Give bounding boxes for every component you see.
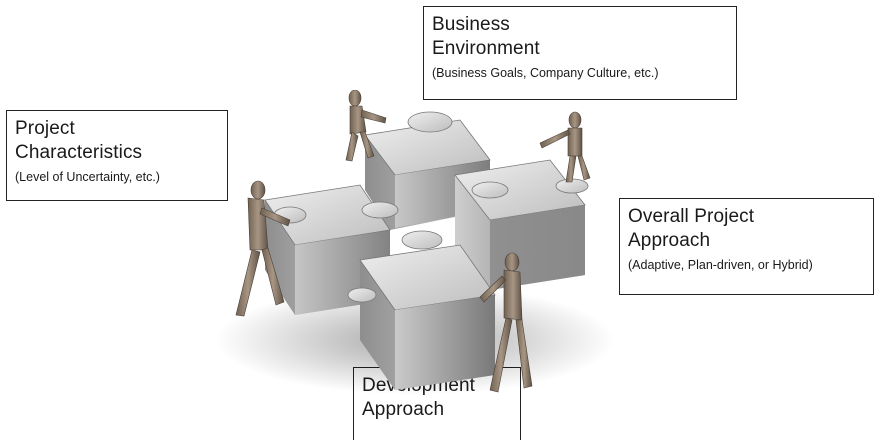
business-environment-box: Business Environment (Business Goals, Co…	[423, 6, 737, 100]
wooden-figure-left	[235, 180, 291, 317]
business-environment-title-line2: Environment	[432, 38, 540, 59]
wooden-figure-bottom	[479, 252, 533, 393]
business-environment-title-line1: Business	[432, 14, 510, 35]
puzzle-illustration	[215, 90, 615, 395]
business-environment-subtitle: (Business Goals, Company Culture, etc.)	[432, 66, 659, 80]
project-characteristics-title-line1: Project	[15, 118, 75, 139]
development-approach-title-line2: Approach	[362, 399, 445, 420]
wooden-figure-top	[345, 90, 387, 162]
project-characteristics-title-line2: Characteristics	[15, 142, 143, 163]
overall-project-approach-title-line2: Approach	[628, 230, 711, 251]
overall-project-approach-title-line1: Overall Project	[628, 206, 755, 227]
wooden-figure-right	[539, 111, 591, 183]
puzzle-piece-right	[454, 159, 589, 290]
overall-project-approach-subtitle: (Adaptive, Plan-driven, or Hybrid)	[628, 258, 813, 272]
overall-project-approach-box: Overall Project Approach (Adaptive, Plan…	[619, 198, 874, 295]
project-characteristics-subtitle: (Level of Uncertainty, etc.)	[15, 170, 160, 184]
project-characteristics-box: Project Characteristics (Level of Uncert…	[6, 110, 228, 201]
puzzle-piece-bottom	[347, 230, 496, 390]
